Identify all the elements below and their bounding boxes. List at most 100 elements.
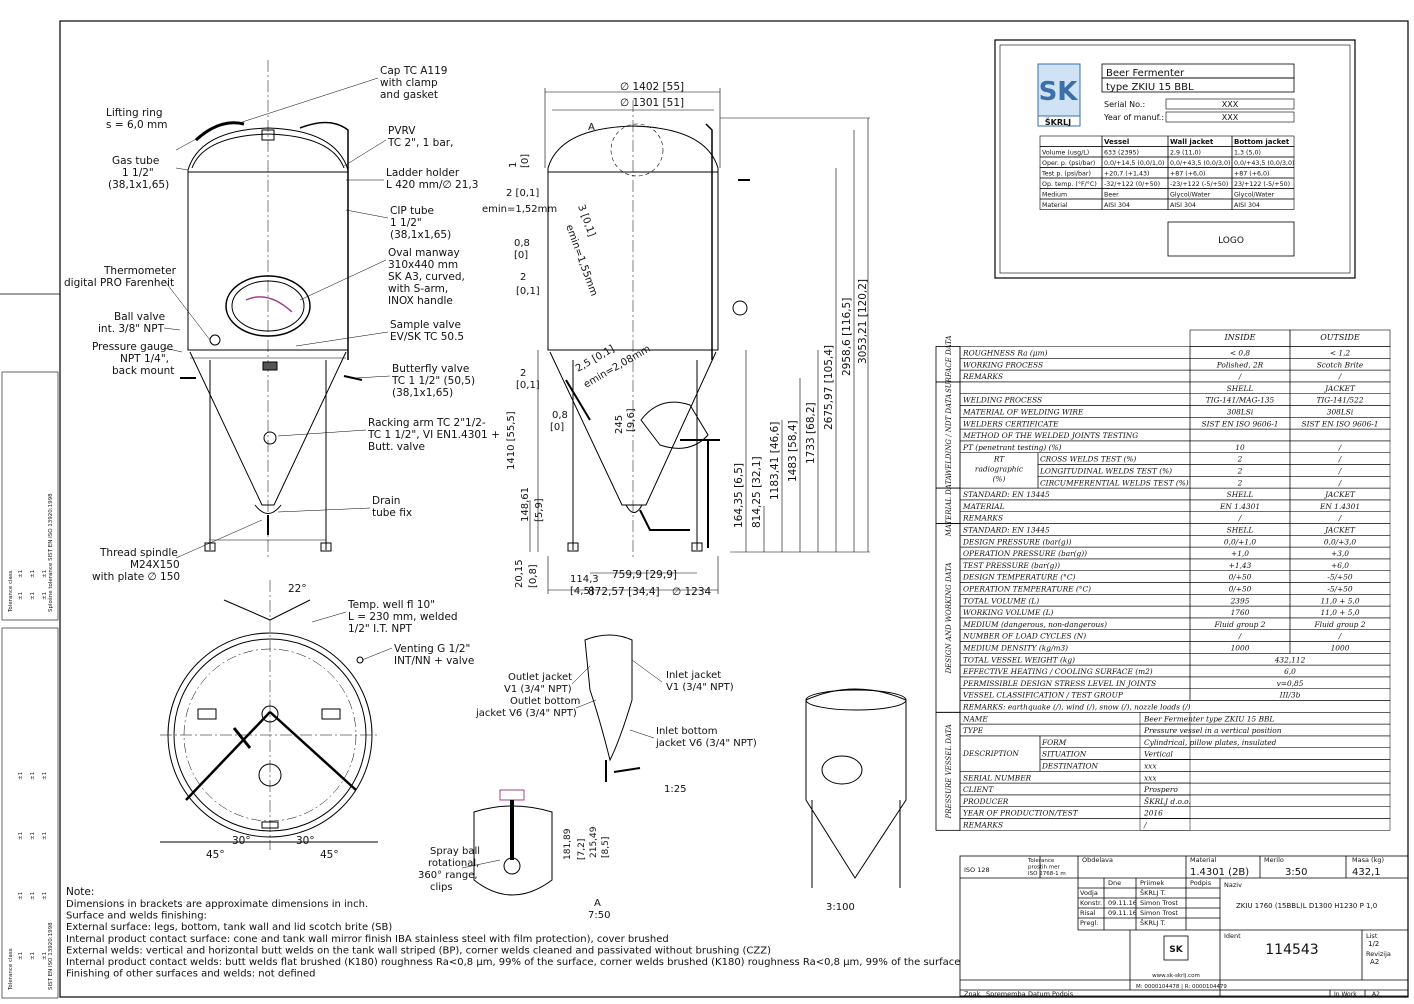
spec-row-value: -5/+50: [1327, 585, 1353, 594]
rt-label: RT: [993, 455, 1005, 464]
title-block-value: A2: [1370, 958, 1379, 966]
dimension-text: [4,5]: [570, 586, 594, 597]
leader-line: [295, 331, 389, 347]
nameplate-value: XXX: [1222, 100, 1239, 109]
title-block-label: Podpis: [1190, 879, 1212, 887]
spec-row-label: TOTAL VESSEL WEIGHT (kg): [963, 655, 1075, 664]
table-cell: [1139, 806, 1391, 819]
leader-line: [299, 259, 387, 301]
side-strip-text: ±1: [30, 592, 36, 600]
spec-row-value: +1,0: [1231, 549, 1249, 558]
spec-section-title: SURFACE DATA: [945, 335, 953, 393]
title-block-label: Podpis: [1052, 990, 1074, 998]
front-callout-text: 1 1/2": [122, 167, 154, 179]
side-tolerance-strips: [1, 371, 59, 999]
nameplate-cell-text: AISI 304: [1104, 202, 1130, 209]
detail-callout-text: Inlet jacket: [666, 670, 721, 681]
dimension-text: 1: [508, 162, 519, 168]
title-block-value: ZKIU 1760 (15BBL)L D1300 H1230 P 1,0: [1236, 902, 1377, 910]
title-block-text: 09.11.16: [1108, 899, 1137, 907]
front-callout-text: TC 1 1/2" (50,5): [391, 375, 475, 387]
front-callout-text: Cap TC A119: [380, 65, 447, 77]
rt-label: (%): [993, 475, 1006, 484]
spec-row-label: ROUGHNESS Ra (μm): [962, 349, 1048, 358]
spec-row-label: WORKING PROCESS: [963, 360, 1043, 369]
spec-row-label: METHOD OF THE WELDED JOINTS TESTING: [962, 431, 1138, 440]
detail-callout-text: A: [594, 898, 601, 909]
nameplate-value: XXX: [1222, 113, 1239, 122]
nameplate-cell-text: Glycol/Water: [1170, 192, 1211, 199]
front-callout-text: Thread spindle: [99, 547, 178, 559]
side-view-tank: [547, 100, 750, 560]
spec-row-label: SERIAL NUMBER: [963, 773, 1032, 782]
spec-row-value: EN 1.4301: [1219, 502, 1260, 511]
spec-row-value: 2: [1237, 455, 1243, 464]
title-block-label: Sprememba: [986, 990, 1026, 998]
spec-row-value: 0/+50: [1229, 585, 1252, 594]
spec-row-value: /: [1338, 455, 1343, 464]
leader-line: [175, 519, 263, 559]
spec-row-value: 0,0/+1,0: [1224, 537, 1256, 546]
spec-row-label: EFFECTIVE HEATING / COOLING SURFACE (m2): [962, 667, 1153, 676]
spec-row-label: NAME: [962, 714, 988, 723]
spec-row-value: 11,0 + 5,0: [1320, 608, 1359, 617]
dimension-text: [0,8]: [528, 564, 539, 588]
rt-label: radiographic: [975, 465, 1023, 474]
front-callout-text: Gas tube: [112, 155, 159, 167]
spec-row-label: PRODUCER: [962, 797, 1009, 806]
table-cell: [1139, 771, 1391, 784]
front-callout-text: TC 2", 1 bar,: [387, 137, 453, 149]
nameplate-brand: ŠKRLJ: [1045, 116, 1071, 127]
title-block-text: Pregl.: [1080, 919, 1098, 927]
spec-col-header: INSIDE: [1223, 333, 1255, 342]
nameplate-header: Wall jacket: [1170, 138, 1214, 146]
dimension-text: 2: [520, 272, 526, 283]
skrlj-logo: SK: [1037, 63, 1081, 127]
dimension-text: ∅ 1402 [55]: [620, 81, 684, 93]
title-block-value: 432,1: [1352, 867, 1381, 878]
front-callout-text: Thermometer: [103, 265, 177, 277]
side-strip-text: ±1: [18, 952, 24, 960]
note-line: Internal product contact welds: butt wel…: [66, 957, 960, 968]
front-callout-text: int. 3/8" NPT: [98, 323, 165, 335]
spec-row-value: III/3b: [1279, 691, 1301, 700]
nameplate-cell-text: Glycol/Water: [1234, 192, 1275, 199]
title-block-text: ISO 2768-1 m: [1028, 871, 1066, 877]
nameplate-title: type ZKIU 15 BBL: [1106, 82, 1194, 93]
nameplate-cell-text: +87 (+6,0): [1234, 171, 1270, 178]
dimension-text: 0,8: [552, 410, 568, 421]
leader-line: [277, 507, 371, 513]
front-view-tank: [180, 60, 363, 560]
side-strip-text: ±1: [30, 772, 36, 780]
top-view-callout-text: INT/NN + valve: [394, 655, 474, 667]
spec-row-value: 6,0: [1284, 667, 1296, 676]
spec-row-value: Cylindrical, pillow plates, insulated: [1144, 738, 1277, 747]
front-callout-text: EV/SK TC 50.5: [390, 331, 464, 343]
spec-row-label: NUMBER OF LOAD CYCLES (N): [962, 632, 1086, 641]
title-block-text: A2: [1372, 991, 1380, 998]
dimension-text: 814,25 [32,1]: [751, 456, 763, 528]
side-strip-text: ±1: [30, 570, 36, 578]
nameplate-cell: [1039, 135, 1103, 147]
detail-callout-text: Outlet bottom: [510, 696, 580, 707]
dimension-text: 3 [0,1]: [575, 203, 597, 238]
nameplate-title: Beer Fermenter: [1106, 68, 1185, 79]
detail-callout-text: 1:25: [664, 784, 686, 795]
nameplate-cell: [1231, 198, 1295, 210]
spec-row-label: REMARKS: [962, 821, 1003, 830]
spec-row-label: YEAR OF PRODUCTION/TEST: [963, 809, 1079, 818]
spec-row-label: FORM: [1041, 738, 1067, 747]
title-block-text: www.sk-skrlj.com: [1152, 973, 1200, 979]
leader-line: [575, 699, 597, 709]
spec-row-label: MEDIUM (dangerous, non-dangerous): [962, 620, 1107, 629]
dimension-text: 245: [614, 415, 625, 434]
leader-line: [277, 429, 367, 437]
spec-row-label: MATERIAL OF WELDING WIRE: [962, 408, 1084, 417]
detail-callout-text: V1 (3/4" NPT): [504, 684, 572, 695]
table-cell: [1139, 747, 1391, 760]
leader-line: [163, 327, 181, 331]
spec-row-value: TIG-141/522: [1316, 396, 1363, 405]
top-view-callout-text: Venting G 1/2": [394, 643, 470, 655]
front-callout-text: back mount: [112, 365, 174, 377]
